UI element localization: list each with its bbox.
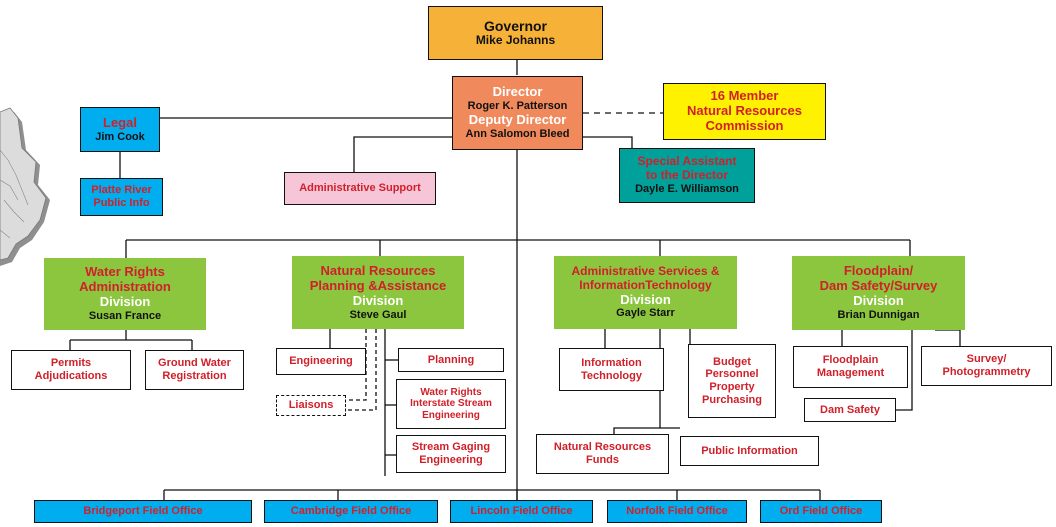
administrative-support-box: Administrative Support <box>284 172 436 205</box>
stream-gaging-line1: Stream Gaging <box>411 441 491 454</box>
field-office-label: Ord Field Office <box>779 505 863 518</box>
floodplain-mgmt-line1: Floodplain <box>822 354 879 367</box>
liaisons-label: Liaisons <box>288 399 334 412</box>
director-name: Roger K. Patterson <box>467 100 568 113</box>
planning-label: Planning <box>427 353 475 366</box>
special-assistant-name: Dayle E. Williamson <box>635 182 739 195</box>
nr-funds-line2: Funds <box>586 454 619 466</box>
nr-planning-line1: Natural Resources <box>320 262 436 278</box>
budget-box: Budget Personnel Property Purchasing <box>688 344 776 418</box>
governor-box: Governor Mike Johanns <box>428 6 603 60</box>
wr-interstate-box: Water Rights Interstate Stream Engineeri… <box>396 379 506 429</box>
nr-planning-division-box: Natural Resources Planning &Assistance D… <box>292 256 464 329</box>
permits-box: Permits Adjudications <box>11 350 131 390</box>
liaisons-box: Liaisons <box>276 395 346 416</box>
director-title: Director <box>492 84 543 100</box>
survey-box: Survey/ Photogrammetry <box>921 346 1052 386</box>
legal-name: Jim Cook <box>95 130 145 143</box>
special-assistant-line1: Special Assistant <box>637 154 737 169</box>
permits-line2: Adjudications <box>34 370 108 382</box>
ground-water-line1: Ground Water <box>158 357 231 370</box>
public-info-box: Public Information <box>680 436 819 466</box>
planning-box: Planning <box>398 348 504 372</box>
dam-safety-box: Dam Safety <box>804 398 896 422</box>
floodplain-mgmt-line2: Management <box>816 367 885 379</box>
admin-services-division-box: Administrative Services & InformationTec… <box>554 256 737 329</box>
governor-name: Mike Johanns <box>475 33 556 48</box>
nr-planning-head: Steve Gaul <box>349 308 407 321</box>
water-rights-division-box: Water Rights Administration Division Sus… <box>44 258 206 330</box>
nr-funds-line1: Natural Resources <box>553 441 652 454</box>
ground-water-line2: Registration <box>162 370 227 382</box>
legal-title: Legal <box>103 114 137 130</box>
deputy-director-title: Deputy Director <box>468 112 567 127</box>
governor-title: Governor <box>483 18 547 35</box>
floodplain-line2: Dam Safety/Survey <box>819 278 938 294</box>
field-office-cambridge: Cambridge Field Office <box>264 500 438 523</box>
wr-interstate-line3: Engineering <box>422 409 480 421</box>
administrative-support-label: Administrative Support <box>299 182 421 195</box>
field-office-label: Bridgeport Field Office <box>83 505 203 518</box>
admin-services-division-label: Division <box>620 291 671 307</box>
commission-box: 16 Member Natural Resources Commission <box>663 83 826 140</box>
water-rights-line1: Water Rights <box>85 264 165 280</box>
commission-line2: Natural Resources <box>687 103 802 119</box>
director-box: Director Roger K. Patterson Deputy Direc… <box>452 76 583 150</box>
floodplain-head: Brian Dunnigan <box>837 309 920 322</box>
field-office-ord: Ord Field Office <box>760 500 882 523</box>
platte-line1: Platte River <box>91 184 152 197</box>
nr-funds-box: Natural Resources Funds <box>536 434 669 474</box>
info-tech-line1: Information <box>581 356 642 369</box>
floodplain-line1: Floodplain/ <box>843 263 914 279</box>
floodplain-division-box: Floodplain/ Dam Safety/Survey Division B… <box>792 256 965 330</box>
ground-water-box: Ground Water Registration <box>145 350 244 390</box>
water-rights-line2: Administration <box>79 279 171 295</box>
nebraska-map-graphic <box>0 107 50 266</box>
nr-planning-line2: Planning &Assistance <box>309 277 447 293</box>
nr-planning-division-label: Division <box>352 292 404 308</box>
admin-services-head: Gayle Starr <box>616 307 675 320</box>
deputy-director-name: Ann Salomon Bleed <box>465 127 570 140</box>
public-info-label: Public Information <box>701 444 798 457</box>
platte-river-box: Platte River Public Info <box>80 178 163 216</box>
info-tech-line2: Technology <box>581 369 642 382</box>
floodplain-mgmt-box: Floodplain Management <box>793 346 908 388</box>
engineering-label: Engineering <box>289 355 353 368</box>
field-office-norfolk: Norfolk Field Office <box>607 500 747 523</box>
legal-box: Legal Jim Cook <box>80 107 160 152</box>
commission-line3: Commission <box>705 117 784 133</box>
special-assistant-line2: to the Director <box>645 168 728 183</box>
special-assistant-box: Special Assistant to the Director Dayle … <box>619 148 755 203</box>
survey-line1: Survey/ <box>966 353 1007 366</box>
field-office-label: Norfolk Field Office <box>626 505 728 518</box>
wr-interstate-line2: Interstate Stream <box>410 398 492 410</box>
water-rights-division-label: Division <box>99 294 151 310</box>
field-office-label: Cambridge Field Office <box>290 505 412 518</box>
field-office-bridgeport: Bridgeport Field Office <box>34 500 252 523</box>
engineering-box: Engineering <box>276 348 366 375</box>
survey-line2: Photogrammetry <box>942 366 1031 378</box>
floodplain-division-label: Division <box>853 293 904 309</box>
info-tech-box: Information Technology <box>559 348 664 391</box>
stream-gaging-line2: Engineering <box>419 454 483 466</box>
field-office-label: Lincoln Field Office <box>470 505 573 518</box>
platte-line2: Public Info <box>93 197 150 209</box>
budget-line4: Purchasing <box>702 393 762 406</box>
admin-services-line1: Administrative Services & <box>571 263 720 278</box>
admin-services-line2: InformationTechnology <box>579 277 712 292</box>
stream-gaging-box: Stream Gaging Engineering <box>396 435 506 473</box>
field-office-lincoln: Lincoln Field Office <box>450 500 593 523</box>
budget-line1: Budget <box>713 355 751 368</box>
budget-line2: Personnel <box>705 368 759 381</box>
dam-safety-label: Dam Safety <box>820 403 880 416</box>
commission-line1: 16 Member <box>710 88 779 104</box>
water-rights-head: Susan France <box>88 310 162 323</box>
wr-interstate-line1: Water Rights <box>420 386 482 398</box>
permits-line1: Permits <box>50 357 92 370</box>
budget-line3: Property <box>709 381 755 393</box>
